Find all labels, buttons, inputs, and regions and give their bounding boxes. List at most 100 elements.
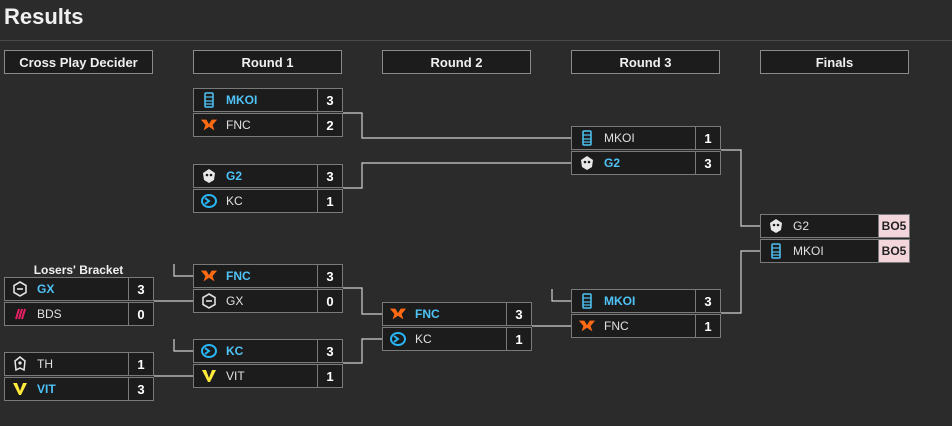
- vit-logo-icon: [200, 367, 218, 385]
- team-cell: KC: [194, 190, 318, 212]
- page-title: Results: [4, 4, 84, 29]
- connector-r1-mid-to-r3-top: [343, 162, 571, 189]
- connector-r3-bot-to-finals: [721, 250, 760, 314]
- team-score: 3: [326, 268, 334, 284]
- team-cell: FNC: [194, 265, 318, 287]
- team-cell: MKOI: [572, 127, 696, 149]
- team-name: MKOI: [793, 244, 824, 258]
- fnc-logo-icon: [578, 317, 596, 335]
- team-score: 1: [515, 331, 523, 347]
- team-row[interactable]: VIT 3: [4, 377, 154, 401]
- team-score: 3: [137, 281, 145, 297]
- g2-logo-icon: [200, 167, 218, 185]
- team-row[interactable]: GX 3: [4, 277, 154, 301]
- team-row[interactable]: TH 1: [4, 352, 154, 376]
- team-score: 3: [326, 343, 334, 359]
- stage-header-round-2: Round 2: [382, 50, 531, 74]
- team-row[interactable]: BDS 0: [4, 302, 154, 326]
- team-name: GX: [37, 282, 55, 296]
- team-cell: GX: [5, 278, 129, 300]
- team-row[interactable]: FNC 3: [193, 264, 343, 288]
- team-cell: G2: [194, 165, 318, 187]
- team-score: 3: [515, 306, 523, 322]
- team-name: FNC: [415, 307, 440, 321]
- connector-r1-to-r3-top: [343, 112, 571, 139]
- team-score: 1: [326, 368, 334, 384]
- connector-r1lb2-stub: [173, 339, 193, 352]
- connector-r1lb1-stub: [173, 264, 193, 277]
- team-cell: G2: [761, 215, 879, 237]
- team-name: FNC: [226, 118, 251, 132]
- stage-header-round-1: Round 1: [193, 50, 342, 74]
- team-name: MKOI: [604, 131, 635, 145]
- stage-header-finals: Finals: [760, 50, 909, 74]
- stage-header-round-3: Round 3: [571, 50, 720, 74]
- connector-r3bot-stub: [551, 289, 571, 302]
- team-cell: VIT: [5, 378, 129, 400]
- team-row[interactable]: MKOI 1: [571, 126, 721, 150]
- team-score: 3: [326, 92, 334, 108]
- team-score: 3: [704, 155, 712, 171]
- team-cell: G2: [572, 152, 696, 174]
- team-row[interactable]: KC 1: [382, 327, 532, 351]
- team-row[interactable]: KC 1: [193, 189, 343, 213]
- team-score: 1: [137, 356, 145, 372]
- th-logo-icon: [11, 355, 29, 373]
- team-score: 1: [704, 130, 712, 146]
- team-score: 3: [137, 381, 145, 397]
- team-row[interactable]: FNC 3: [382, 302, 532, 326]
- team-cell: MKOI: [572, 290, 696, 312]
- team-cell: FNC: [572, 315, 696, 337]
- team-row[interactable]: FNC 2: [193, 113, 343, 137]
- team-score: 2: [326, 117, 334, 133]
- bds-logo-icon: [11, 305, 29, 323]
- team-cell: KC: [194, 340, 318, 362]
- team-name: KC: [415, 332, 432, 346]
- mkoi-logo-icon: [767, 242, 785, 260]
- team-score: 0: [137, 306, 145, 322]
- team-name: FNC: [604, 319, 629, 333]
- team-name: BDS: [37, 307, 62, 321]
- kc-logo-icon: [200, 342, 218, 360]
- team-row[interactable]: FNC 1: [571, 314, 721, 338]
- mkoi-logo-icon: [578, 129, 596, 147]
- mkoi-logo-icon: [578, 292, 596, 310]
- stage-header-cross-play-decider: Cross Play Decider: [4, 50, 153, 74]
- gx-logo-icon: [11, 280, 29, 298]
- team-score: 1: [326, 193, 334, 209]
- fnc-logo-icon: [389, 305, 407, 323]
- series-format-badge: BO5: [879, 215, 909, 237]
- losers-bracket-caption: Losers' Bracket: [33, 263, 124, 277]
- connector-r1lb2-to-r2: [343, 338, 382, 364]
- team-row[interactable]: G2 3: [571, 151, 721, 175]
- kc-logo-icon: [200, 192, 218, 210]
- fnc-logo-icon: [200, 116, 218, 134]
- team-name: VIT: [37, 382, 56, 396]
- team-cell: KC: [383, 328, 507, 350]
- team-score: 1: [704, 318, 712, 334]
- team-name: TH: [37, 357, 53, 371]
- team-cell: FNC: [383, 303, 507, 325]
- team-cell: BDS: [5, 303, 129, 325]
- connector-r3-top-to-finals: [721, 149, 760, 227]
- team-row[interactable]: KC 3: [193, 339, 343, 363]
- team-cell: MKOI: [761, 240, 879, 262]
